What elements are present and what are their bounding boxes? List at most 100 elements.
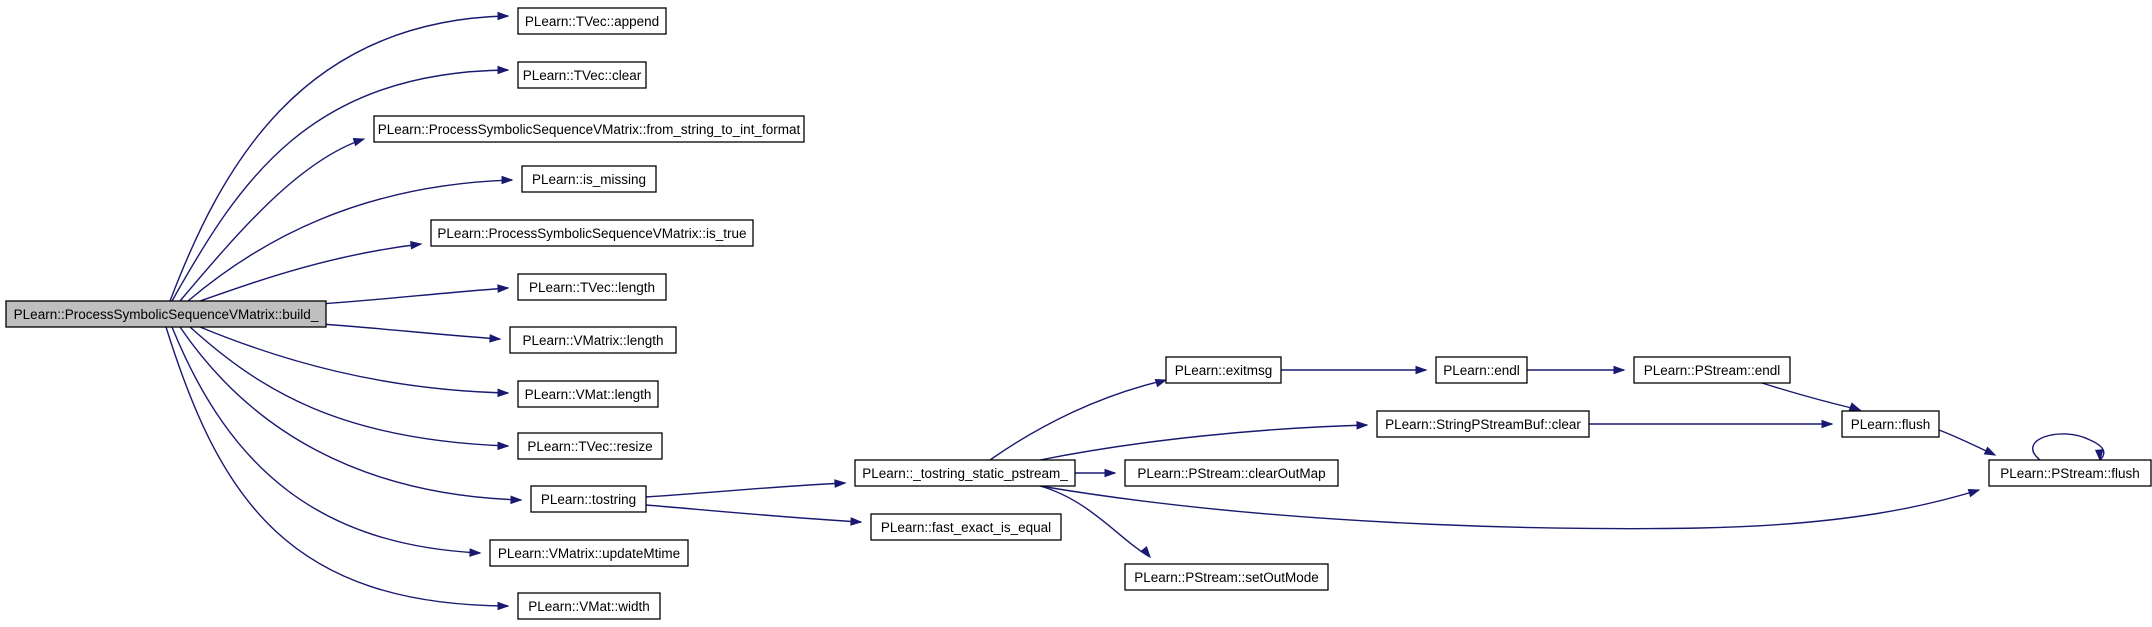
function-nodes: PLearn::ProcessSymbolicSequenceVMatrix::… [5,7,2152,620]
edge-line [1761,382,1861,411]
arrowhead-icon [497,65,510,75]
node-box [1841,410,1940,438]
node-tvec-append[interactable]: PLearn::TVec::append [517,7,667,35]
node-tvec-clear[interactable]: PLearn::TVec::clear [517,61,647,89]
edge-build-to-is-true [199,240,423,302]
edge-line [645,482,846,498]
node-endl[interactable]: PLearn::endl [1435,356,1528,384]
arrowhead-icon [497,388,510,398]
arrowhead-icon [1356,421,1369,430]
node-label: PLearn::_tostring_static_pstream_ [862,466,1068,481]
edge-endl-to-pstream-endl [1526,365,1626,375]
node-box [509,326,677,354]
node-flush[interactable]: PLearn::flush [1841,410,1940,438]
edge-line [1039,485,1980,530]
edge-line [169,15,509,302]
node-update-mtime[interactable]: PLearn::VMatrix::updateMtime [489,539,689,567]
arrowhead-icon [501,175,514,185]
node-vmatrix-length[interactable]: PLearn::VMatrix::length [509,326,677,354]
node-pstream-flush[interactable]: PLearn::PStream::flush [1988,459,2152,487]
node-fast-exact[interactable]: PLearn::fast_exact_is_equal [870,513,1062,541]
edge-pstream-flush-self-loop [2032,433,2105,462]
edge-line [1039,424,1368,461]
arrowhead-icon [2094,449,2104,462]
arrowhead-icon [497,441,510,451]
node-box [517,61,647,89]
node-label: PLearn::TVec::append [525,14,659,29]
edge-pstream-endl-to-flush [1761,382,1862,411]
node-label: PLearn::is_missing [532,172,646,187]
node-box [5,300,327,328]
arrowhead-icon [1983,446,1997,456]
node-label: PLearn::endl [1443,363,1520,378]
node-label: PLearn::PStream::setOutMode [1134,570,1319,585]
node-is-true[interactable]: PLearn::ProcessSymbolicSequenceVMatrix::… [430,219,754,247]
edge-flush-to-pstream-flush [1938,429,1997,456]
edge-line [187,179,513,302]
edge-line [165,326,509,607]
node-tostring-static[interactable]: PLearn::_tostring_static_pstream_ [854,459,1076,487]
node-box [854,459,1076,487]
arrowhead-icon [1415,365,1428,375]
arrowhead-icon [1154,378,1168,388]
edge-build-to-is-missing [187,175,514,302]
edge-build-to-update-mtime [171,326,482,557]
node-from-string[interactable]: PLearn::ProcessSymbolicSequenceVMatrix::… [373,115,805,143]
edge-spsb-clear-to-flush [1589,419,1834,429]
edge-build-to-tvec-append [169,11,510,302]
edge-line [199,326,509,394]
node-box [1376,410,1590,438]
node-box [870,513,1062,541]
edge-static-to-set-outmode [1039,485,1151,559]
edge-build-to-tostring [179,326,523,505]
node-vmat-length[interactable]: PLearn::VMat::length [517,380,659,408]
node-label: PLearn::VMat::length [525,387,652,402]
edge-build-to-from-string [179,137,366,302]
edge-static-to-spsb-clear [1039,421,1369,461]
arrowhead-icon [1967,488,1981,498]
node-box [517,7,667,35]
node-box [521,165,657,193]
edge-build-to-vmatrix-length [319,323,502,343]
edge-build-to-tvec-clear [171,65,510,302]
edge-line [179,326,522,501]
edge-line [199,243,422,302]
node-box [530,485,647,513]
node-tostring[interactable]: PLearn::tostring [530,485,647,513]
node-set-outmode[interactable]: PLearn::PStream::setOutMode [1124,563,1329,591]
node-label: PLearn::flush [1851,417,1931,432]
node-box [1124,563,1329,591]
node-label: PLearn::tostring [541,492,636,507]
node-tvec-resize[interactable]: PLearn::TVec::resize [517,432,663,460]
node-box [517,432,663,460]
node-label: PLearn::ProcessSymbolicSequenceVMatrix::… [378,122,801,137]
node-clear-outmap[interactable]: PLearn::PStream::clearOutMap [1124,459,1339,487]
arrowhead-icon [497,11,510,21]
node-exitmsg[interactable]: PLearn::exitmsg [1165,356,1282,384]
arrowhead-icon [410,240,423,250]
node-tvec-length[interactable]: PLearn::TVec::length [517,273,667,301]
node-box [517,592,661,620]
arrowhead-icon [497,284,510,293]
edge-tostring-to-static [645,479,847,498]
arrowhead-icon [1140,546,1151,559]
edge-line [1039,485,1151,558]
node-is-missing[interactable]: PLearn::is_missing [521,165,657,193]
edge-line [319,287,509,305]
node-box [489,539,689,567]
arrowhead-icon [850,517,863,526]
node-build[interactable]: PLearn::ProcessSymbolicSequenceVMatrix::… [5,300,327,328]
node-label: PLearn::TVec::length [529,280,655,295]
arrowhead-icon [1104,468,1117,478]
node-label: PLearn::PStream::endl [1644,363,1781,378]
node-box [430,219,754,247]
node-pstream-endl[interactable]: PLearn::PStream::endl [1633,356,1791,384]
node-box [1988,459,2152,487]
arrowhead-icon [510,495,523,505]
arrowhead-icon [1821,419,1834,429]
node-vmat-width[interactable]: PLearn::VMat::width [517,592,661,620]
node-label: PLearn::PStream::clearOutMap [1137,466,1325,481]
node-spsb-clear[interactable]: PLearn::StringPStreamBuf::clear [1376,410,1590,438]
arrowhead-icon [469,548,482,557]
